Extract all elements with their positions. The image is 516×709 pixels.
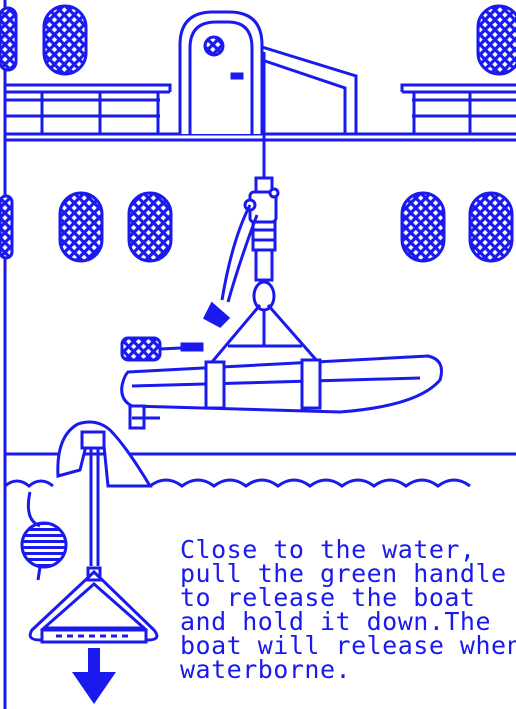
pull-down-arrow-icon: [72, 648, 116, 704]
porthole: [478, 6, 516, 74]
inflatable-boat: [122, 356, 442, 412]
porthole: [44, 6, 86, 74]
instruction-line: waterborne.: [180, 658, 516, 682]
release-hook: [245, 178, 278, 310]
davit-arm: [262, 47, 356, 180]
lifting-bridle: [212, 305, 318, 362]
porthole: [0, 8, 16, 70]
green-handle: [30, 572, 157, 642]
deck-door: [180, 12, 262, 134]
porthole: [60, 193, 102, 261]
release-line: [205, 205, 257, 326]
porthole: [0, 196, 12, 258]
porthole: [470, 193, 512, 261]
instruction-text: Close to the water, pull the green handl…: [180, 538, 516, 682]
porthole: [402, 193, 444, 261]
porthole: [129, 193, 171, 261]
